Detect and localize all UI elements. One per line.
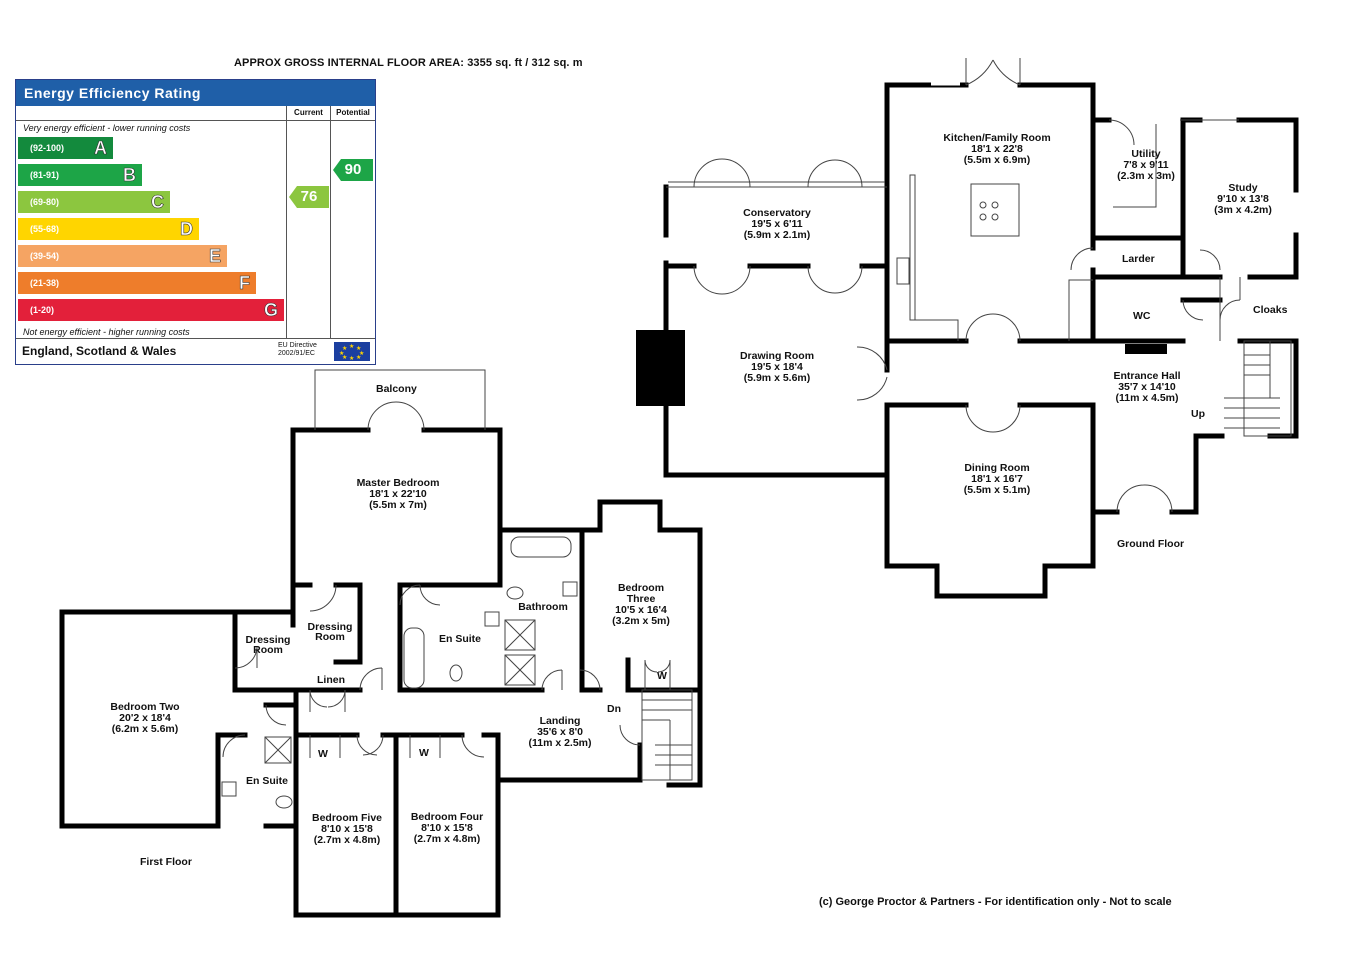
energy-band-e: (39-54) E bbox=[18, 245, 227, 267]
wardrobe-label-four: W bbox=[419, 747, 429, 759]
room-larder: Larder bbox=[1122, 253, 1155, 265]
energy-band-letter: B bbox=[123, 165, 137, 186]
energy-band-range: (81-91) bbox=[30, 170, 60, 180]
current-rating-arrow: 76 bbox=[289, 186, 329, 208]
energy-band-letter: E bbox=[208, 246, 222, 267]
energy-band-range: (39-54) bbox=[30, 251, 60, 261]
current-column-header: Current bbox=[294, 108, 323, 117]
room-balcony: Balcony bbox=[376, 383, 417, 395]
potential-rating-arrow: 90 bbox=[333, 159, 373, 181]
energy-band-d: (55-68) D bbox=[18, 218, 199, 240]
eu-flag-icon: ★★★ ★★★ ★★ bbox=[334, 342, 370, 362]
ground-floor-label: Ground Floor bbox=[1117, 538, 1185, 550]
stairs-down-label: Dn bbox=[607, 703, 621, 715]
room-bathroom: Bathroom bbox=[518, 601, 568, 613]
room-en-suite-two: En Suite bbox=[246, 775, 289, 787]
room-wc: WC bbox=[1133, 310, 1151, 322]
stairs-up-label: Up bbox=[1191, 408, 1205, 420]
wardrobe-label-five: W bbox=[318, 748, 328, 760]
energy-band-g: (1-20) G bbox=[18, 299, 284, 321]
energy-band-range: (92-100) bbox=[30, 143, 65, 153]
energy-chart-region: England, Scotland & Wales bbox=[22, 344, 177, 358]
energy-band-letter: G bbox=[263, 300, 279, 321]
efficient-note: Very energy efficient - lower running co… bbox=[23, 123, 191, 133]
energy-band-range: (69-80) bbox=[30, 197, 60, 207]
copyright-notice: (c) George Proctor & Partners - For iden… bbox=[819, 896, 1172, 908]
energy-chart-title: Energy Efficiency Rating bbox=[16, 80, 375, 106]
energy-efficiency-chart: Energy Efficiency Rating Current Potenti… bbox=[15, 79, 376, 365]
first-floor-label: First Floor bbox=[140, 856, 192, 868]
wardrobe-label-three: W bbox=[657, 670, 667, 682]
energy-band-a: (92-100) A bbox=[18, 137, 113, 159]
potential-column-header: Potential bbox=[336, 108, 370, 117]
energy-band-range: (1-20) bbox=[30, 305, 55, 315]
energy-band-range: (55-68) bbox=[30, 224, 60, 234]
energy-band-letter: A bbox=[94, 138, 108, 159]
floor-area-header: APPROX GROSS INTERNAL FLOOR AREA: 3355 s… bbox=[234, 57, 583, 69]
chimney-block bbox=[636, 330, 685, 406]
energy-band-f: (21-38) F bbox=[18, 272, 256, 294]
energy-band-letter: C bbox=[151, 192, 165, 213]
inefficient-note: Not energy efficient - higher running co… bbox=[23, 327, 190, 337]
energy-band-letter: D bbox=[180, 219, 194, 240]
energy-band-c: (69-80) C bbox=[18, 191, 170, 213]
energy-band-range: (21-38) bbox=[30, 278, 60, 288]
energy-band-letter: F bbox=[239, 273, 251, 294]
room-en-suite-master: En Suite bbox=[439, 633, 482, 645]
room-linen: Linen bbox=[317, 674, 345, 686]
room-cloaks: Cloaks bbox=[1253, 304, 1288, 316]
energy-band-b: (81-91) B bbox=[18, 164, 142, 186]
